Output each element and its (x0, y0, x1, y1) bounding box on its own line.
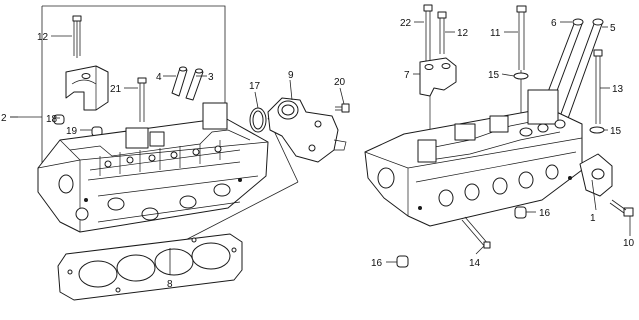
flange-bolt[interactable] (609, 199, 634, 217)
cover-plate[interactable] (579, 153, 613, 197)
callout-15-left: 15 (488, 70, 500, 81)
callout-1: 1 (590, 213, 596, 224)
callout-7: 7 (404, 70, 410, 81)
callout-2: 2 (1, 113, 7, 124)
callout-14: 14 (469, 258, 481, 269)
callout-4: 4 (156, 72, 162, 83)
callout-9: 9 (288, 70, 294, 81)
head-bolt[interactable] (137, 77, 147, 122)
o-ring[interactable] (249, 107, 267, 133)
callout-19: 19 (66, 126, 78, 137)
dowel-pin[interactable] (53, 114, 65, 125)
cylinder-head[interactable] (364, 89, 583, 227)
dowel-pin[interactable] (514, 206, 527, 219)
callout-21: 21 (110, 84, 122, 95)
bracket[interactable] (419, 57, 457, 150)
callout-5: 5 (610, 23, 616, 34)
water-outlet[interactable] (267, 97, 347, 163)
washer[interactable] (513, 72, 529, 80)
callout-10: 10 (623, 238, 635, 249)
head-bolt[interactable] (437, 11, 447, 54)
callout-16-left: 16 (371, 258, 383, 269)
camshaft-holder[interactable] (65, 65, 109, 111)
tube[interactable] (171, 66, 188, 97)
callout-11: 11 (490, 28, 501, 39)
head-bolt[interactable] (516, 5, 527, 126)
head-bolt[interactable] (593, 49, 603, 124)
callout-6: 6 (551, 18, 557, 29)
callout-12-left: 12 (37, 32, 49, 43)
head-gasket[interactable] (57, 233, 243, 301)
callout-labels: 1 2 3 4 5 6 7 8 9 10 11 12 12 13 14 15 1… (1, 18, 635, 290)
callout-8: 8 (167, 279, 173, 290)
head-bolt[interactable] (72, 15, 82, 58)
callout-13: 13 (612, 84, 624, 95)
callout-12-right: 12 (457, 28, 469, 39)
callout-20: 20 (334, 77, 346, 88)
washer[interactable] (589, 126, 605, 134)
callout-16-right: 16 (539, 208, 551, 219)
leader-lines (10, 21, 631, 275)
cylinder-head[interactable] (37, 102, 269, 233)
callout-17: 17 (249, 81, 261, 92)
callout-18: 18 (46, 114, 58, 125)
flange-bolt[interactable] (335, 103, 350, 113)
callout-3: 3 (208, 72, 214, 83)
stud-bolt[interactable] (461, 216, 491, 249)
callout-15-right: 15 (610, 126, 622, 137)
dowel-pin[interactable] (396, 255, 409, 268)
tube[interactable] (185, 68, 204, 101)
callout-22: 22 (400, 18, 412, 29)
